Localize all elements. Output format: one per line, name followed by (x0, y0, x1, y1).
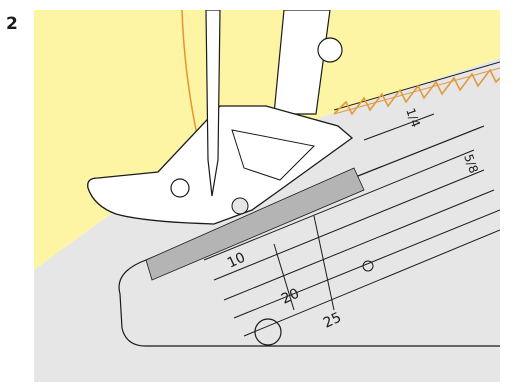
foot-screw (171, 179, 189, 197)
needle-hole (232, 198, 248, 214)
foot-screw-top (318, 38, 342, 62)
sewing-illustration: 1/4 5/8 10 20 25 (34, 10, 500, 382)
step-number: 2 (6, 14, 18, 34)
